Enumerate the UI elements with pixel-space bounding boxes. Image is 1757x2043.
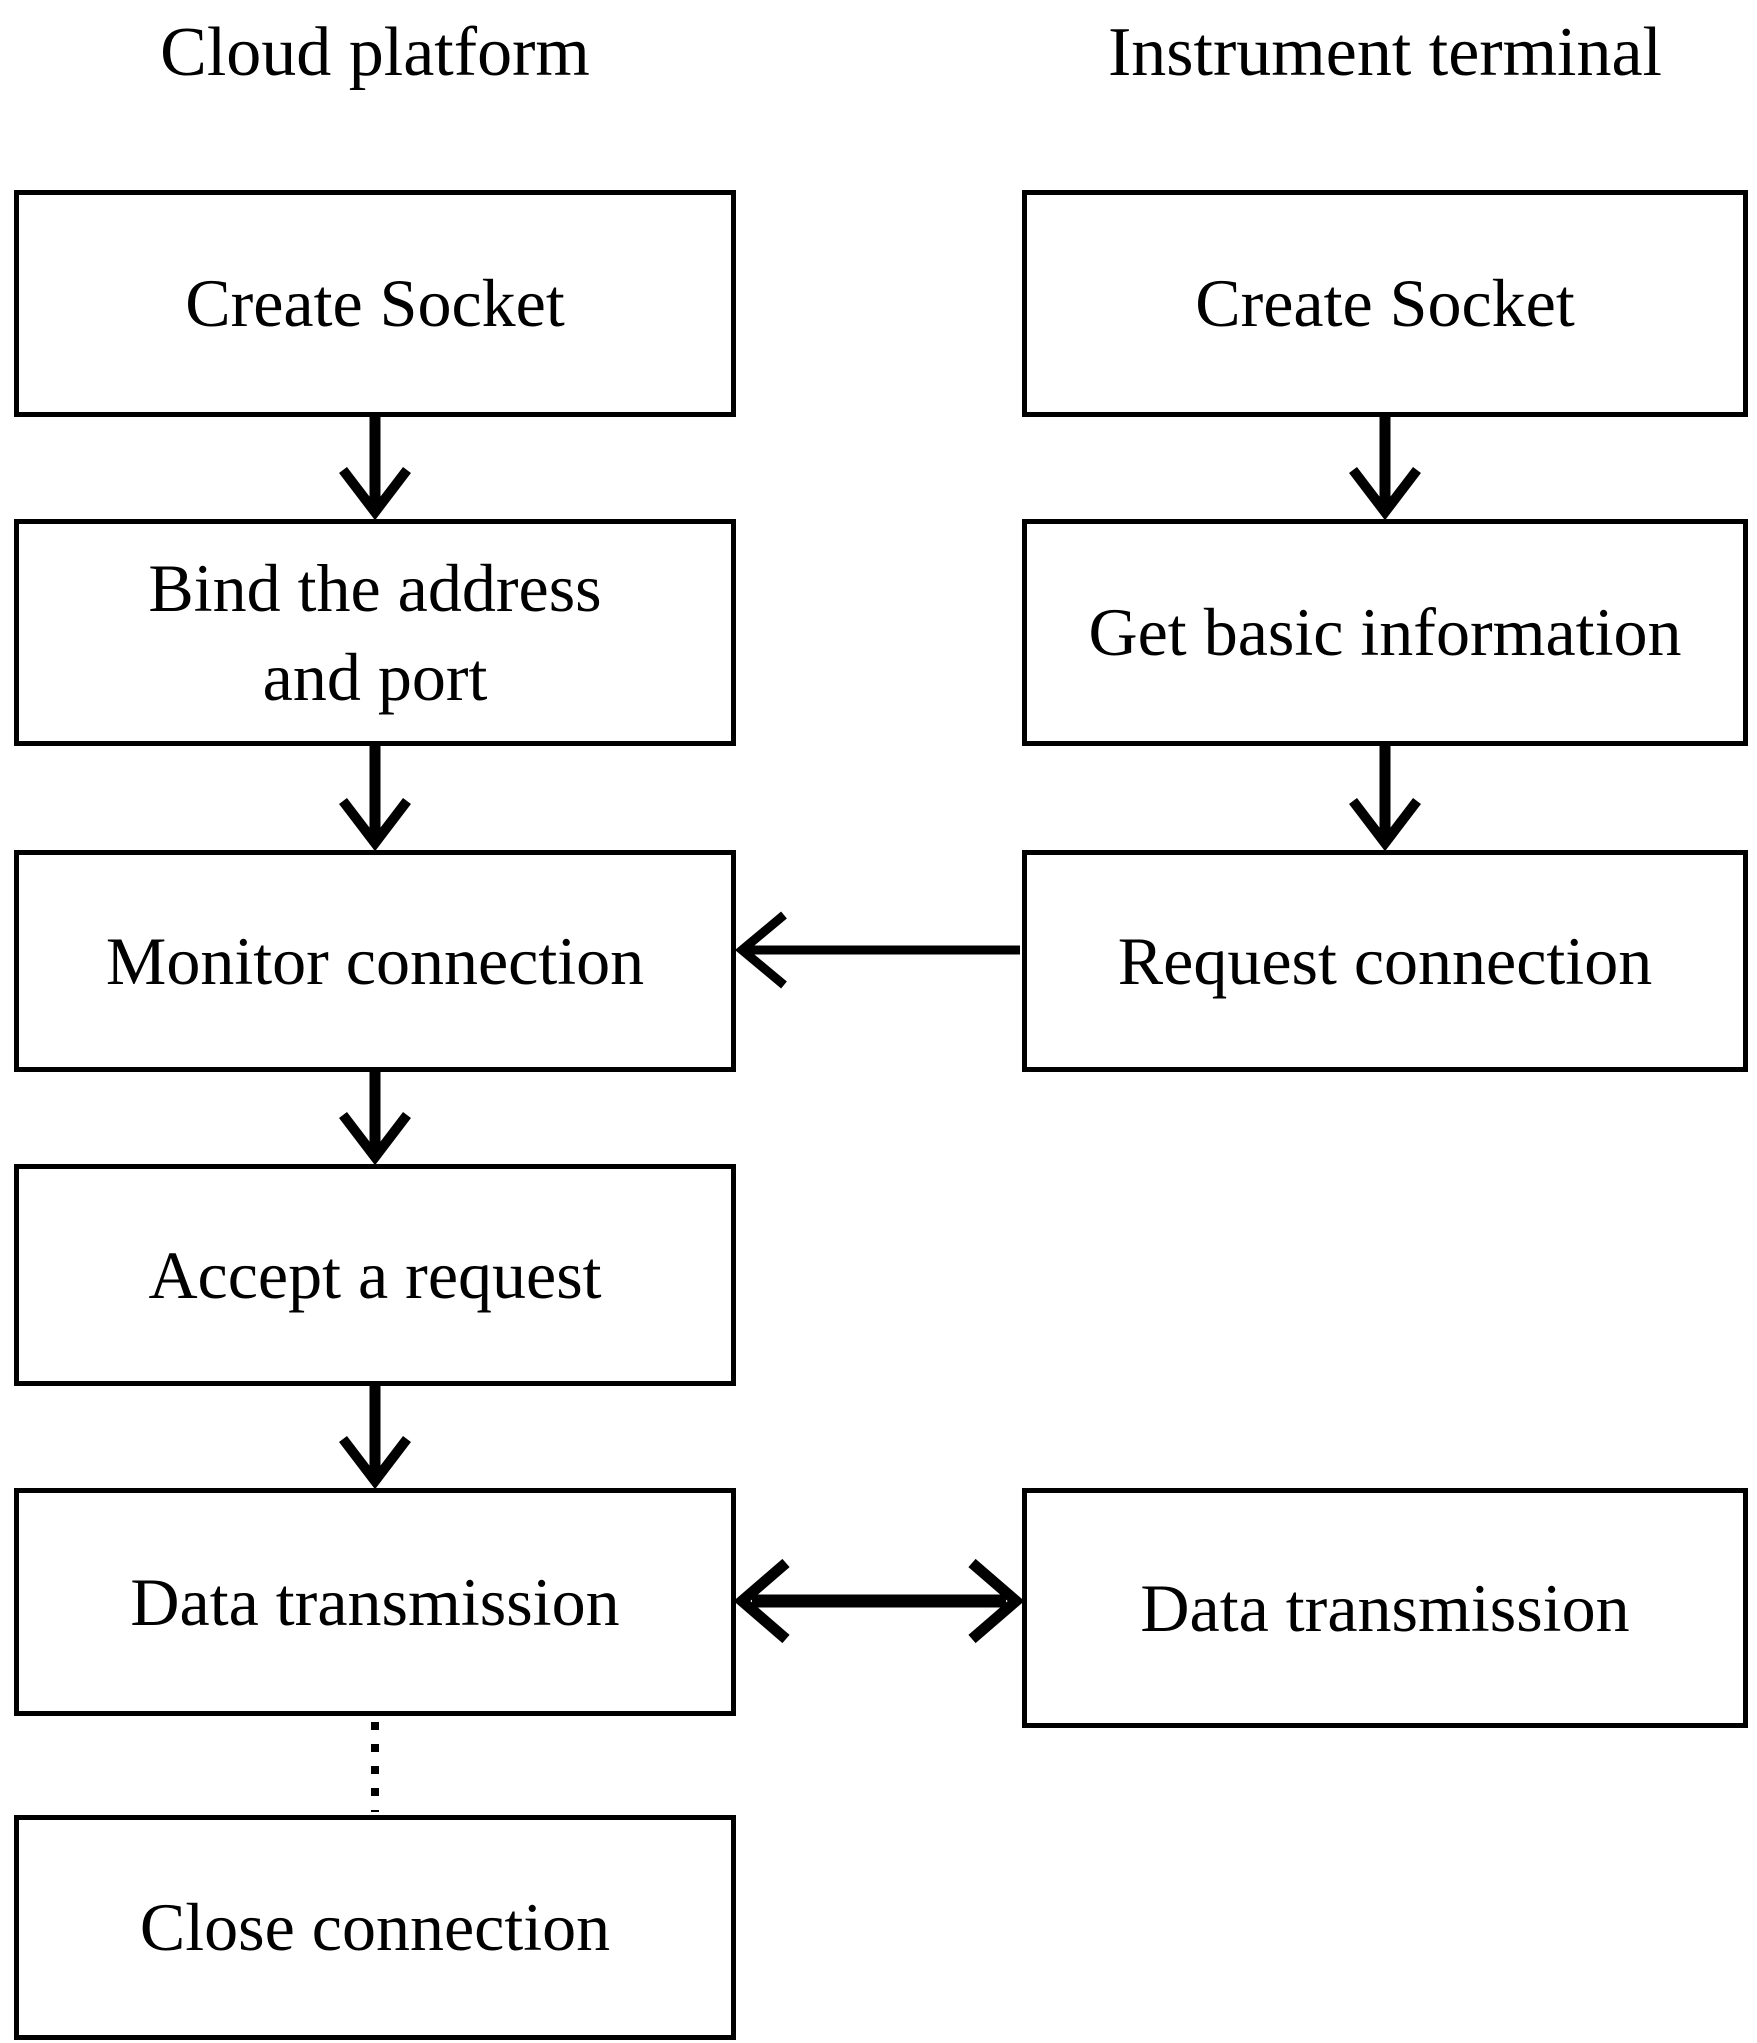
- flow-box-label: Create Socket: [185, 265, 565, 342]
- flow-box-label: Close connection: [139, 1889, 611, 1966]
- flow-box-label-line1: Bind the address: [148, 550, 602, 627]
- flow-box-label: Data transmission: [1140, 1569, 1630, 1646]
- arrow-double-horizontal-icon: [733, 1558, 1025, 1644]
- arrow-down-icon: [1349, 746, 1421, 852]
- flow-box-request-connection: Request connection: [1022, 850, 1748, 1072]
- arrow-down-icon: [339, 417, 411, 521]
- flow-box-data-transmission-instrument: Data transmission: [1022, 1488, 1748, 1728]
- arrow-down-icon: [339, 1386, 411, 1490]
- flow-box-label-line2: and port: [262, 638, 488, 715]
- arrow-down-icon: [339, 746, 411, 852]
- arrow-left-icon: [734, 911, 1020, 989]
- arrow-down-icon: [1349, 417, 1421, 521]
- flow-box-monitor-connection: Monitor connection: [14, 850, 736, 1072]
- flow-box-create-socket-cloud: Create Socket: [14, 190, 736, 417]
- flow-box-create-socket-instrument: Create Socket: [1022, 190, 1748, 417]
- flow-box-get-basic-information: Get basic information: [1022, 519, 1748, 746]
- flow-box-label: Data transmission: [130, 1563, 620, 1640]
- flow-box-label: Monitor connection: [105, 922, 645, 999]
- flow-box-data-transmission-cloud: Data transmission: [14, 1488, 736, 1716]
- flow-box-label: Create Socket: [1195, 265, 1575, 342]
- column-title-cloud-platform: Cloud platform: [160, 14, 590, 91]
- flow-box-accept-request: Accept a request: [14, 1164, 736, 1386]
- flow-box-label: Request connection: [1117, 922, 1653, 999]
- flow-box-label: Accept a request: [148, 1236, 602, 1313]
- flow-box-bind-address-port: Bind the address and port: [14, 519, 736, 746]
- flow-box-label: Get basic information: [1088, 594, 1682, 671]
- column-title-instrument-terminal: Instrument terminal: [1107, 14, 1663, 91]
- flow-box-close-connection: Close connection: [14, 1815, 736, 2040]
- arrow-down-icon: [339, 1072, 411, 1166]
